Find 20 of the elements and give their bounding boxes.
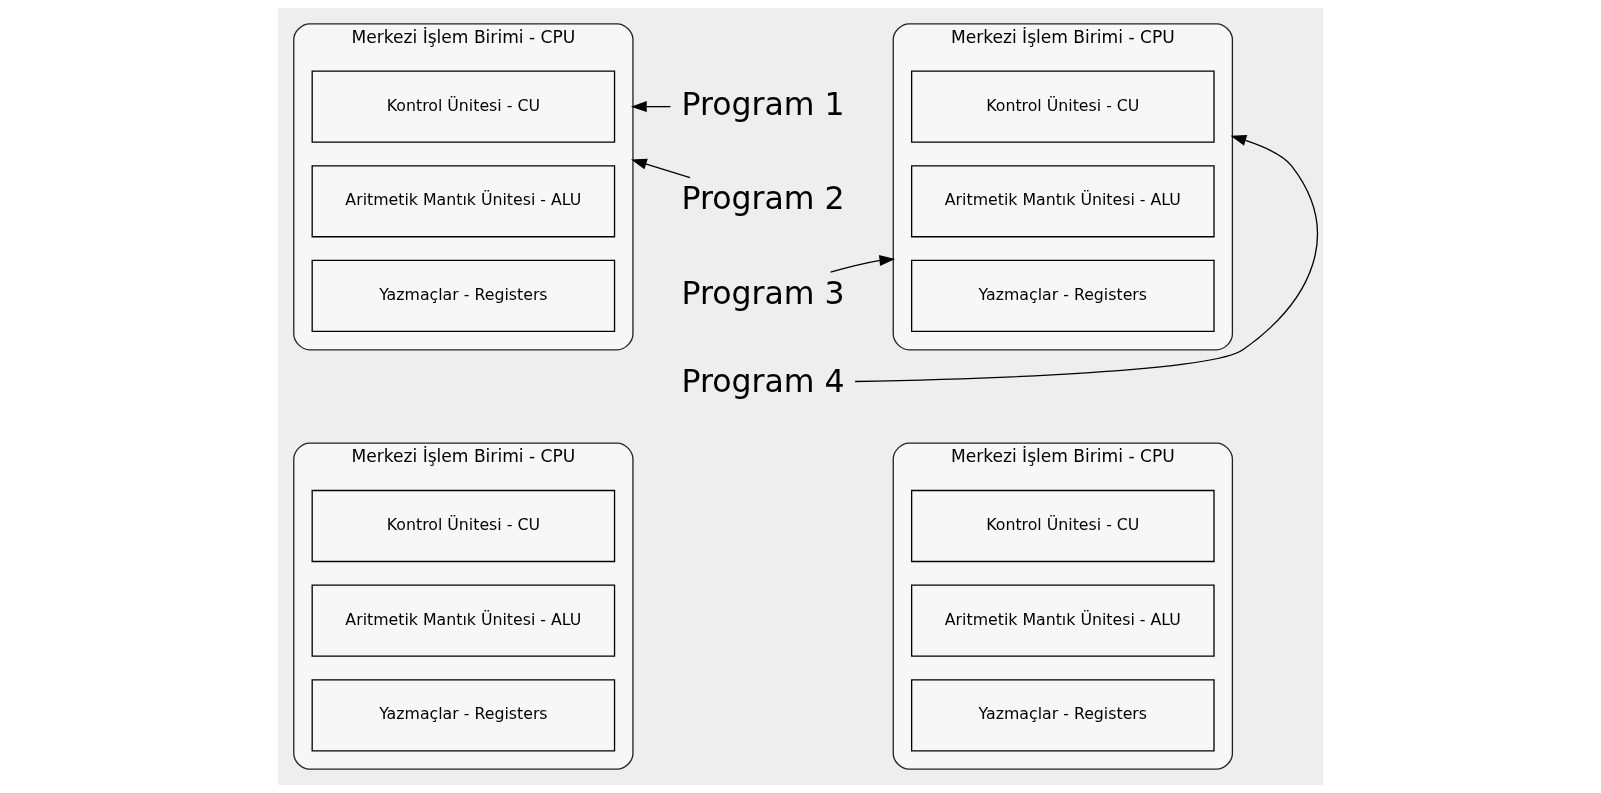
node-box: Aritmetik Mantık Ünitesi - ALU — [311, 165, 616, 238]
node-box: Kontrol Ünitesi - CU — [311, 489, 616, 563]
arrow — [630, 101, 672, 113]
node-box: Aritmetik Mantık Ünitesi - ALU — [311, 584, 616, 657]
node-text: Program 4 — [681, 363, 845, 400]
node-box: Yazmaçlar - Registers — [911, 259, 1215, 333]
arrow — [829, 254, 896, 273]
node-text: Program 2 — [681, 180, 845, 217]
node-text: Program 3 — [681, 275, 845, 312]
node-box: Kontrol Ünitesi - CU — [311, 70, 616, 143]
arrow — [631, 158, 691, 179]
node-box: Yazmaçlar - Registers — [311, 259, 616, 333]
node-box: Kontrol Ünitesi - CU — [911, 489, 1215, 563]
node-box: Yazmaçlar - Registers — [911, 679, 1215, 752]
node-box: Aritmetik Mantık Ünitesi - ALU — [911, 584, 1215, 657]
node-box: Kontrol Ünitesi - CU — [911, 70, 1215, 143]
node-text: Program 1 — [681, 85, 845, 122]
arrow — [854, 135, 1319, 383]
node-box: Aritmetik Mantık Ünitesi - ALU — [911, 165, 1215, 238]
node-box: Yazmaçlar - Registers — [311, 679, 616, 752]
